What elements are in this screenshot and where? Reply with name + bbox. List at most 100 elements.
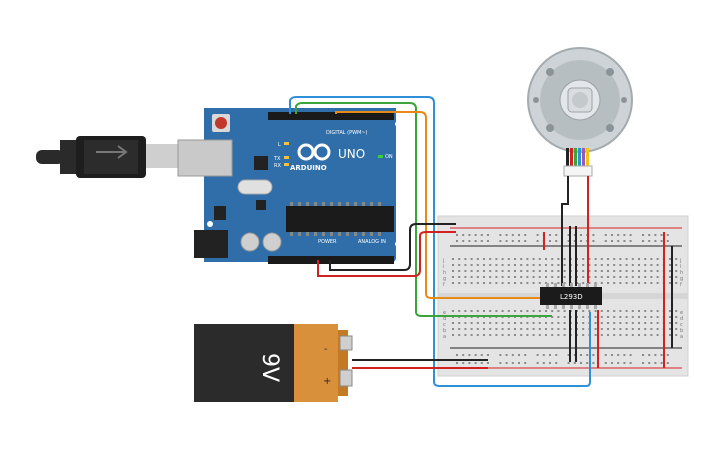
breadboard-hole bbox=[483, 310, 485, 312]
breadboard-hole bbox=[495, 270, 498, 272]
breadboard-row-letter: c bbox=[680, 322, 683, 328]
breadboard-rail-hole bbox=[586, 354, 589, 356]
breadboard-hole bbox=[514, 276, 516, 278]
breadboard-hole bbox=[619, 322, 622, 324]
breadboard-rail-hole bbox=[567, 240, 570, 242]
breadboard-hole bbox=[638, 322, 640, 324]
breadboard-hole bbox=[557, 270, 560, 272]
breadboard-hole bbox=[638, 270, 640, 272]
breadboard-hole bbox=[594, 322, 597, 324]
on-label: ON bbox=[385, 154, 393, 160]
breadboard-hole bbox=[489, 334, 492, 336]
breadboard-hole bbox=[650, 310, 653, 312]
wires bbox=[289, 96, 673, 387]
breadboard-hole bbox=[557, 310, 560, 312]
breadboard-rail-hole bbox=[480, 362, 483, 364]
breadboard-rail-hole bbox=[499, 234, 502, 236]
wire-green bbox=[295, 102, 552, 317]
breadboard-hole bbox=[594, 258, 597, 260]
breadboard-rail-hole bbox=[536, 240, 539, 242]
breadboard-hole bbox=[501, 270, 504, 272]
breadboard-hole bbox=[532, 276, 535, 278]
breadboard-hole bbox=[588, 282, 591, 284]
breadboard-rail-hole bbox=[623, 354, 626, 356]
breadboard-rail-hole bbox=[536, 362, 539, 364]
breadboard-hole bbox=[452, 328, 454, 330]
breadboard-hole bbox=[650, 322, 653, 324]
breadboard-hole bbox=[501, 264, 504, 266]
breadboard-rail-hole bbox=[666, 354, 669, 356]
breadboard-rail-hole bbox=[660, 354, 663, 356]
breadboard-hole bbox=[607, 282, 609, 284]
breadboard-hole bbox=[563, 270, 566, 272]
breadboard-rail-hole bbox=[456, 234, 458, 236]
breadboard-rail-hole bbox=[487, 234, 489, 236]
breadboard-hole bbox=[538, 310, 541, 312]
breadboard-hole bbox=[563, 334, 566, 336]
breadboard-hole bbox=[600, 264, 603, 266]
breadboard-hole bbox=[631, 322, 634, 324]
breadboard-hole bbox=[675, 334, 678, 336]
breadboard-hole bbox=[489, 258, 492, 260]
breadboard-hole bbox=[656, 322, 659, 324]
breadboard-hole bbox=[656, 264, 659, 266]
breadboard-hole bbox=[631, 276, 634, 278]
breadboard-rail-hole bbox=[487, 362, 489, 364]
breadboard-hole bbox=[470, 276, 473, 278]
breadboard-hole bbox=[458, 270, 461, 272]
breadboard-hole bbox=[470, 258, 473, 260]
breadboard-hole bbox=[613, 258, 616, 260]
breadboard-rail-hole bbox=[580, 234, 582, 236]
led-rx-label: RX bbox=[274, 163, 281, 169]
breadboard-rail-hole bbox=[555, 234, 558, 236]
breadboard-row-letter: e bbox=[443, 310, 446, 316]
breadboard-rail-hole bbox=[623, 234, 626, 236]
breadboard-hole bbox=[594, 334, 597, 336]
breadboard-rail-hole bbox=[536, 354, 539, 356]
breadboard-hole bbox=[507, 328, 510, 330]
breadboard-hole bbox=[582, 276, 585, 278]
breadboard-hole bbox=[613, 328, 616, 330]
breadboard-hole bbox=[526, 328, 529, 330]
breadboard-hole bbox=[483, 322, 485, 324]
breadboard-rail-hole bbox=[648, 234, 651, 236]
breadboard-hole bbox=[631, 328, 634, 330]
breadboard-rail-hole bbox=[629, 240, 632, 242]
breadboard-hole bbox=[638, 334, 640, 336]
breadboard-hole bbox=[532, 270, 535, 272]
breadboard-rail-hole bbox=[580, 240, 582, 242]
breadboard-hole bbox=[501, 276, 504, 278]
breadboard-rail-hole bbox=[549, 234, 551, 236]
breadboard-hole bbox=[458, 322, 461, 324]
breadboard-rail-hole bbox=[474, 362, 477, 364]
breadboard-rail-hole bbox=[642, 354, 644, 356]
breadboard-hole bbox=[619, 282, 622, 284]
breadboard-rail-hole bbox=[524, 354, 527, 356]
breadboard-hole bbox=[551, 258, 554, 260]
breadboard-rail-hole bbox=[462, 362, 465, 364]
breadboard-hole bbox=[588, 270, 591, 272]
breadboard-hole bbox=[613, 310, 616, 312]
breadboard-hole bbox=[625, 334, 628, 336]
breadboard-hole bbox=[452, 322, 454, 324]
breadboard-rail-hole bbox=[648, 362, 651, 364]
breadboard-hole bbox=[501, 282, 504, 284]
breadboard-hole bbox=[489, 310, 492, 312]
breadboard-hole bbox=[675, 328, 678, 330]
breadboard-hole bbox=[470, 270, 473, 272]
breadboard-hole bbox=[631, 258, 634, 260]
breadboard-rail-hole bbox=[518, 362, 520, 364]
breadboard-hole bbox=[538, 264, 541, 266]
breadboard-hole bbox=[507, 334, 510, 336]
breadboard-hole bbox=[551, 310, 554, 312]
breadboard-hole bbox=[532, 310, 535, 312]
breadboard-rail-hole bbox=[617, 240, 620, 242]
breadboard-hole bbox=[545, 334, 547, 336]
breadboard-rail-hole bbox=[524, 234, 527, 236]
breadboard-hole bbox=[507, 276, 510, 278]
breadboard-rail-hole bbox=[462, 240, 465, 242]
breadboard-hole bbox=[495, 334, 498, 336]
breadboard-hole bbox=[638, 264, 640, 266]
breadboard-hole bbox=[563, 328, 566, 330]
breadboard-hole bbox=[470, 310, 473, 312]
